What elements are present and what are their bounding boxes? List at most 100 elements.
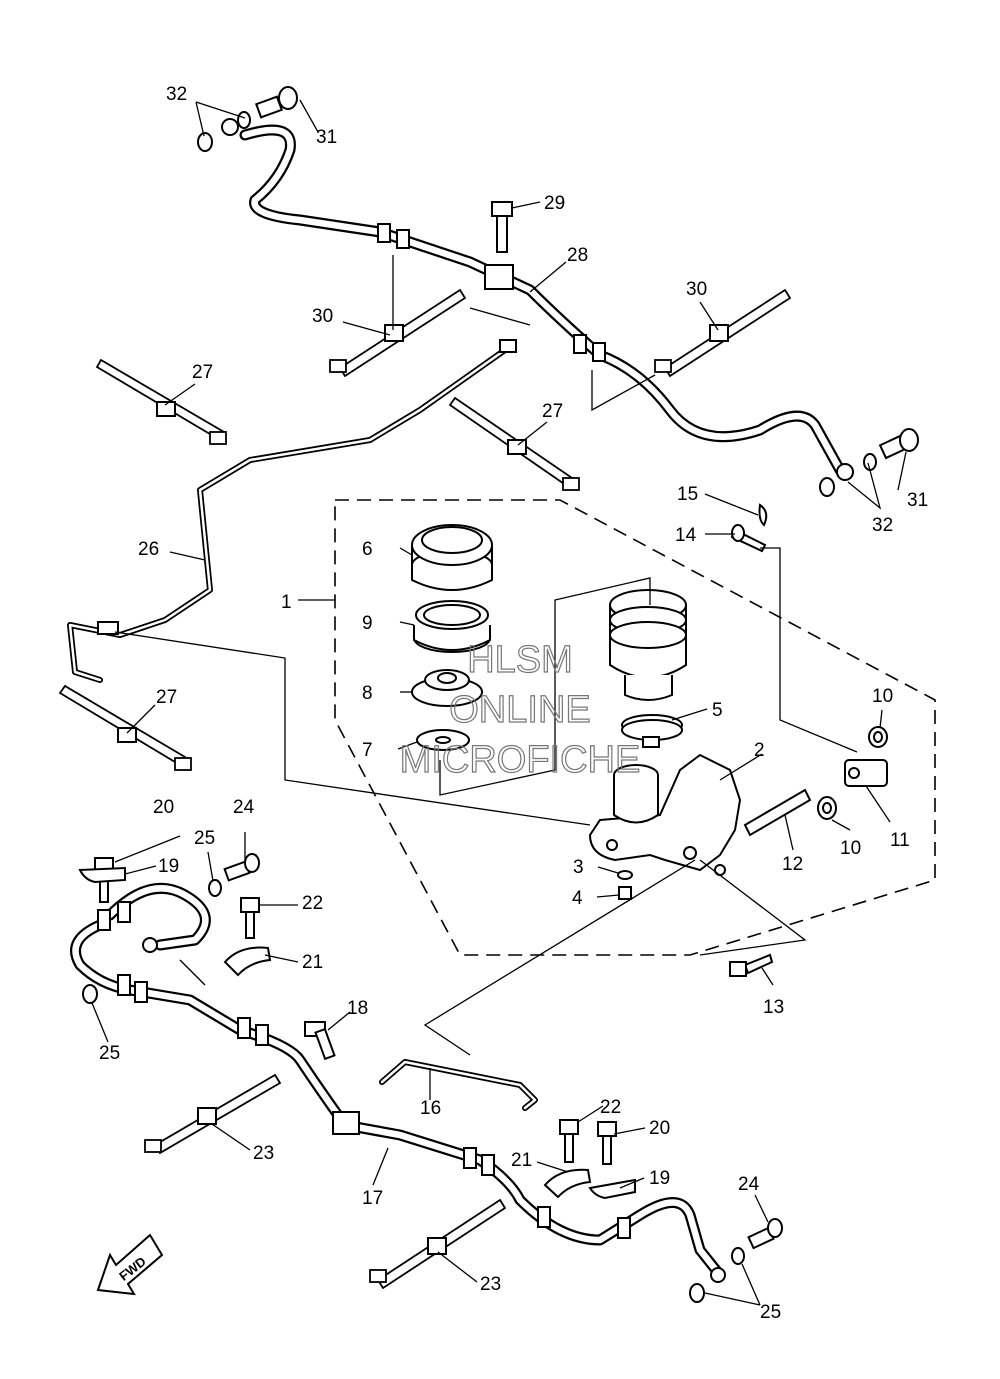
callout-19-left: 19 [158, 856, 179, 877]
cable-tie-27-bottom [58, 684, 192, 771]
watermark-line-2: ONLINE [449, 689, 590, 731]
callout-13: 13 [763, 997, 784, 1018]
clamp-21-left [223, 946, 272, 977]
callout-16: 16 [420, 1098, 441, 1119]
washer-25-left [82, 984, 98, 1004]
clevis [844, 759, 888, 787]
union-bolt-13 [729, 953, 774, 977]
callout-20-right: 20 [649, 1118, 670, 1139]
clevis-pin [730, 524, 767, 553]
callout-25-upper: 25 [194, 828, 215, 849]
bolt-24-right [747, 1218, 783, 1250]
callout-21-right: 21 [511, 1150, 532, 1171]
callout-31-left: 31 [316, 127, 337, 148]
callout-6: 6 [362, 539, 373, 560]
plate [416, 729, 470, 751]
nut-lower [817, 796, 837, 820]
cable-tie-30-left [329, 288, 467, 378]
callout-27-bottom: 27 [156, 687, 177, 708]
callout-22-right: 22 [600, 1097, 621, 1118]
washer-25-upper [208, 879, 222, 897]
washer-32-right [819, 453, 877, 497]
callout-22-left: 22 [302, 893, 323, 914]
clamp-19-right [588, 1178, 636, 1200]
bolt-20-right [597, 1121, 617, 1165]
hose-clamp [621, 714, 683, 748]
cap-holder [413, 600, 491, 653]
watermark-line-3: MICROFICHE [400, 739, 641, 781]
callout-5: 5 [712, 700, 723, 721]
watermark-line-1: HLSM [467, 639, 573, 681]
callout-21-left: 21 [302, 952, 323, 973]
callout-30-left: 30 [312, 306, 333, 327]
cable-tie-23-upper [144, 1073, 282, 1155]
callout-11: 11 [890, 830, 910, 851]
callout-20-left: 20 [153, 797, 174, 818]
callout-14: 14 [675, 525, 697, 546]
cable-tie-23-lower [369, 1198, 507, 1290]
callout-27-mid: 27 [542, 401, 563, 422]
assembly-boundary [334, 499, 936, 956]
brake-pipe [67, 339, 517, 683]
bleed-screw [618, 886, 632, 900]
callout-2: 2 [754, 740, 765, 761]
callout-10-upper: 10 [872, 686, 893, 707]
callout-23-lower: 23 [480, 1274, 501, 1295]
callout-15: 15 [677, 484, 698, 505]
callout-26: 26 [138, 539, 159, 560]
upper-brake-hose [221, 118, 854, 481]
cable-tie-27-mid [448, 396, 580, 491]
callout-28: 28 [567, 245, 588, 266]
bleed-cap [617, 870, 633, 880]
diaphragm [411, 669, 483, 707]
union-bolt-31-left [254, 86, 298, 119]
cotter-pin [758, 503, 768, 527]
bolt-24-left [223, 853, 260, 882]
union-bolt-31-right [878, 428, 919, 460]
callout-7: 7 [362, 740, 373, 761]
nut-upper [868, 726, 888, 748]
bolt-22-right [559, 1119, 579, 1163]
callout-1: 1 [281, 592, 292, 613]
callout-4: 4 [572, 888, 583, 909]
brake-pipe-16 [379, 1059, 538, 1111]
callout-27-left: 27 [192, 362, 213, 383]
bolt-29 [491, 201, 513, 253]
callout-17: 17 [362, 1188, 383, 1209]
lower-brake-hose [70, 882, 726, 1283]
reservoir-tank [609, 589, 687, 701]
watermark: HLSM ONLINE MICROFICHE [399, 638, 641, 781]
hose-joint-block [484, 264, 514, 290]
callout-24-left: 24 [233, 797, 255, 818]
pushrod [743, 788, 812, 837]
callout-12: 12 [782, 854, 803, 875]
clamp-21-right [543, 1168, 592, 1199]
callout-32-right: 32 [872, 515, 893, 536]
reservoir-cap [411, 524, 493, 591]
bolt-18 [304, 1021, 336, 1061]
lower-joint-block [332, 1111, 360, 1135]
callout-9: 9 [362, 613, 373, 634]
callout-25-right: 25 [760, 1302, 781, 1323]
callout-30-right: 30 [686, 279, 707, 300]
bolt-22-left [240, 897, 260, 939]
callout-31-right: 31 [907, 490, 928, 511]
cable-tie-27-left [95, 358, 227, 445]
callout-29: 29 [544, 193, 565, 214]
leader-lines [91, 99, 907, 1306]
callout-3: 3 [573, 857, 584, 878]
callout-8: 8 [362, 683, 373, 704]
callout-24-right: 24 [738, 1174, 760, 1195]
master-cylinder [588, 753, 742, 876]
washer-25-right [689, 1247, 745, 1303]
fwd-arrow-icon: FWD [96, 1233, 164, 1296]
callout-32-left: 32 [166, 84, 187, 105]
callout-labels: 1 2 3 4 5 6 7 8 9 10 10 11 12 13 14 15 1… [99, 84, 928, 1323]
callout-19-right: 19 [649, 1168, 670, 1189]
clamp-19-left [78, 866, 126, 884]
cable-tie-30-right [654, 288, 792, 378]
callout-23-upper: 23 [253, 1143, 274, 1164]
callout-18: 18 [347, 998, 368, 1019]
washer-32-left [197, 111, 251, 152]
